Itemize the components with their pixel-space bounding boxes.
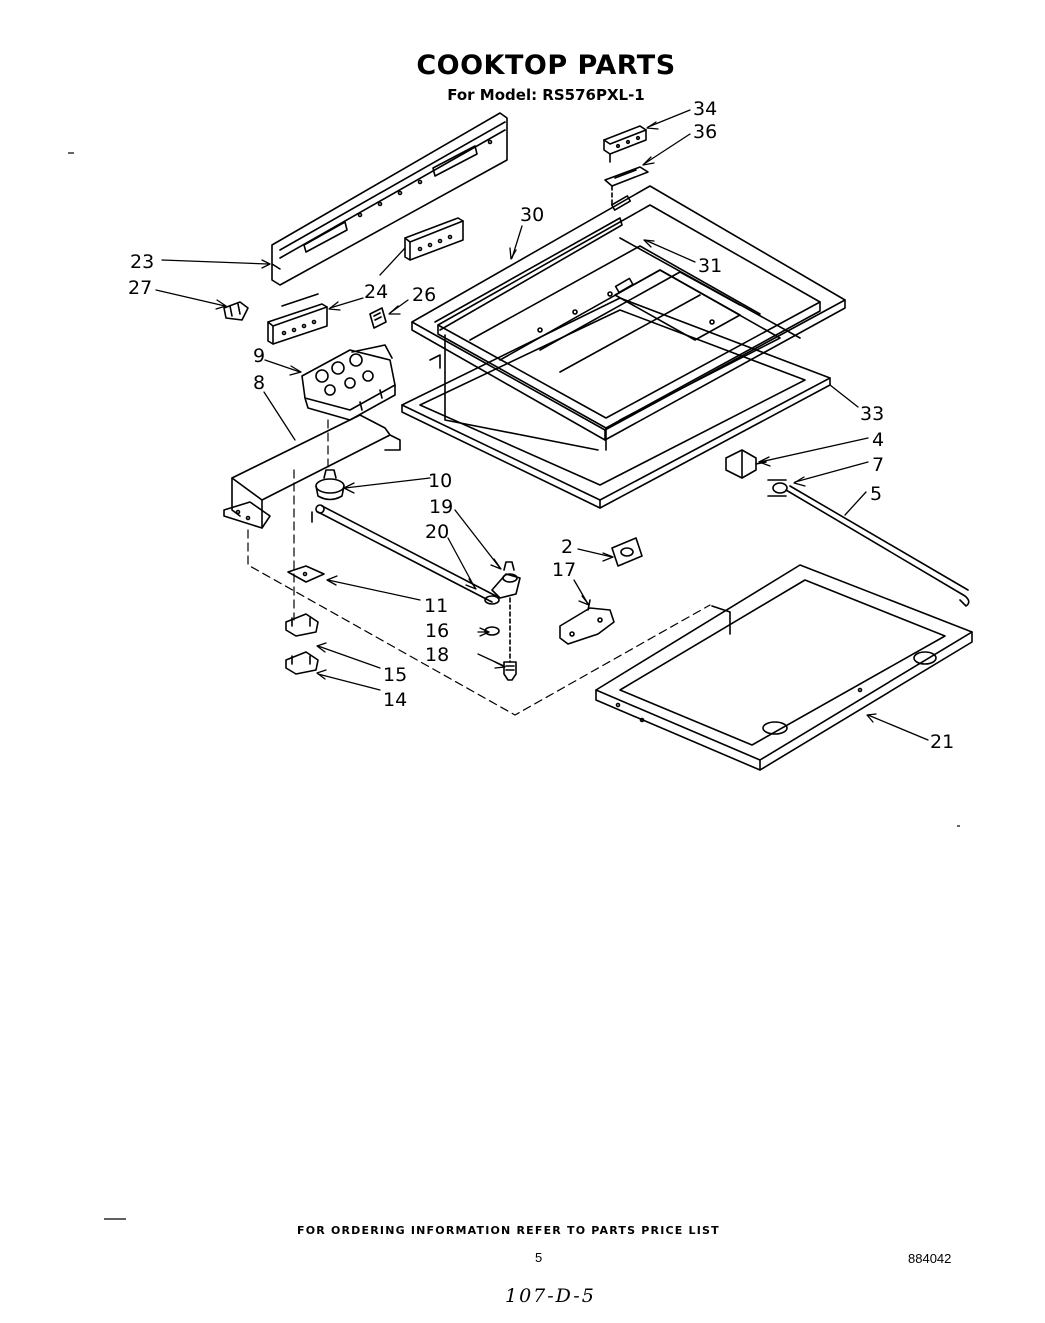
ordering-note: FOR ORDERING INFORMATION REFER TO PARTS … xyxy=(297,1224,720,1237)
callout-9: 9 xyxy=(253,345,265,367)
callout-33: 33 xyxy=(860,403,884,425)
clip-14 xyxy=(285,651,319,675)
leader-lines xyxy=(155,109,929,741)
callout-20: 20 xyxy=(425,521,449,543)
rear-support-channel xyxy=(271,112,508,286)
callout-15: 15 xyxy=(383,664,407,686)
clip xyxy=(223,301,249,321)
ferrule xyxy=(767,479,788,497)
callout-36: 36 xyxy=(693,121,717,143)
callout-7: 7 xyxy=(872,454,884,476)
callout-14: 14 xyxy=(383,689,407,711)
callout-34: 34 xyxy=(693,98,717,120)
small-plate xyxy=(287,565,325,583)
control-switch-assembly xyxy=(301,344,396,421)
top-right-clip xyxy=(603,125,647,163)
switch-block-lower xyxy=(267,293,328,345)
callout-23: 23 xyxy=(130,251,154,273)
frame-inner-rail xyxy=(469,245,781,421)
cooktop-frame xyxy=(411,185,846,451)
callout-26: 26 xyxy=(412,284,436,306)
page-title: COOKTOP PARTS xyxy=(416,50,676,81)
callout-17: 17 xyxy=(552,559,576,581)
model-subtitle: For Model: RS576PXL-1 xyxy=(447,86,645,104)
cable xyxy=(785,485,970,607)
callout-4: 4 xyxy=(872,429,884,451)
callout-16: 16 xyxy=(425,620,449,642)
link-lever xyxy=(491,561,521,599)
scan-marks xyxy=(68,152,960,1220)
glass-panel xyxy=(401,297,831,509)
callout-5: 5 xyxy=(870,483,882,505)
callout-8: 8 xyxy=(253,372,265,394)
washer xyxy=(484,626,500,636)
callout-31: 31 xyxy=(698,255,722,277)
side-bracket xyxy=(559,599,615,645)
clip-15 xyxy=(285,613,319,637)
top-right-gasket xyxy=(604,166,649,187)
burner-box xyxy=(595,564,973,771)
mounting-bracket xyxy=(223,414,401,529)
handwritten-reference: 107-D-5 xyxy=(505,1285,596,1307)
page-number: 5 xyxy=(535,1250,543,1265)
document-number: 884042 xyxy=(908,1251,952,1266)
control-rod xyxy=(311,504,500,605)
switch-block-upper xyxy=(404,217,464,261)
callout-30: 30 xyxy=(520,204,544,226)
connector xyxy=(725,449,767,479)
grommet xyxy=(611,537,643,567)
callout-24: 24 xyxy=(364,281,388,303)
callout-21: 21 xyxy=(930,731,954,753)
callout-2: 2 xyxy=(561,536,573,558)
screw xyxy=(503,661,517,681)
callout-labels: 34 36 30 31 23 27 24 26 9 8 33 4 7 5 10 … xyxy=(128,98,954,753)
assembly-lines xyxy=(247,419,711,716)
bracket xyxy=(369,307,387,329)
callout-10: 10 xyxy=(428,470,452,492)
knob-spacer xyxy=(315,469,345,501)
callout-19: 19 xyxy=(429,496,453,518)
callout-11: 11 xyxy=(424,595,448,617)
callout-27: 27 xyxy=(128,277,152,299)
callout-18: 18 xyxy=(425,644,449,666)
